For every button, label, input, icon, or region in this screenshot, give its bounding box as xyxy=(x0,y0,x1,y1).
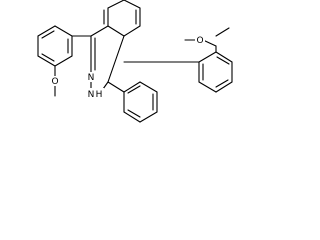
atom-label-o-right: O xyxy=(196,36,203,46)
bond xyxy=(216,56,230,65)
bond xyxy=(107,0,125,9)
bond xyxy=(41,30,55,39)
bond xyxy=(123,25,141,37)
bond xyxy=(202,39,217,47)
bond xyxy=(198,51,217,63)
bond xyxy=(139,81,158,93)
atom-label-n-upper: N xyxy=(88,73,95,83)
bond xyxy=(215,81,233,93)
atom-label-n-lower-hydrogen: H xyxy=(96,90,103,100)
bond xyxy=(139,111,158,123)
bond xyxy=(54,55,73,67)
molecule-structure-diagram: O N N H O xyxy=(37,0,233,123)
bond xyxy=(107,35,125,83)
atom-label-o-left: O xyxy=(51,77,58,87)
bond xyxy=(107,25,125,37)
bond xyxy=(123,0,141,9)
bond xyxy=(198,81,217,93)
bond xyxy=(127,85,141,94)
bond xyxy=(90,25,109,37)
bond xyxy=(127,109,141,118)
bond xyxy=(215,51,233,63)
bond xyxy=(215,79,229,88)
bond-layer xyxy=(37,0,233,123)
bond xyxy=(54,25,73,37)
atom-label-background xyxy=(195,35,205,45)
atom-label-layer: O N N H O xyxy=(50,35,205,100)
bond xyxy=(107,81,125,93)
atom-label-n-lower: N xyxy=(88,90,95,100)
atom-label-background xyxy=(50,76,60,86)
bond xyxy=(123,111,141,123)
atom-label-background xyxy=(86,88,104,100)
bond xyxy=(37,25,56,37)
bond xyxy=(37,55,56,67)
bond xyxy=(41,53,55,62)
atom-label-background xyxy=(86,72,96,82)
bond xyxy=(123,81,141,93)
bond xyxy=(215,27,230,37)
